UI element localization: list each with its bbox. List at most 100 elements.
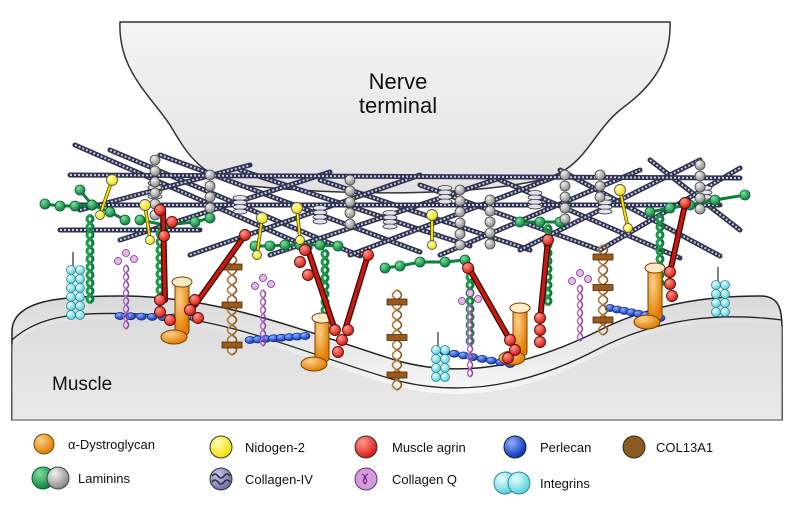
agrin-rod-core [468,268,512,342]
legend-item-agrin: Muscle agrin [354,435,466,459]
svg-text:Integrins: Integrins [540,476,590,491]
laminin-coil [155,228,163,296]
laminin-bead [86,199,98,211]
collagen-q-stalk [578,284,584,342]
legend-item-integrins: Integrins [493,471,590,495]
laminin-grey-bead [484,205,496,217]
collagen-q-head [259,274,267,282]
nidogen-bead [145,235,155,245]
laminin-bead [119,214,131,226]
nidogen-bead [139,199,151,211]
laminin-coil [85,213,93,305]
integrin-bead [75,283,85,293]
integrin-bead [431,372,441,382]
agrin-bead [294,256,306,268]
legend-item-col13a1: COL13A1 [622,435,713,459]
integrin-bead [711,298,721,308]
agrin-bead [166,216,178,228]
laminin-grey-bead [694,170,706,182]
muscle-cell [11,295,783,421]
agrin-bead [462,262,474,274]
nidogen-bead [426,209,438,221]
col13a1-helices [221,244,614,391]
agrin-bead [164,314,176,326]
legend-item-collagen-iv: Collagen-IV [209,467,313,491]
nidogen-bead [614,184,626,196]
integrin-bead [720,280,730,290]
integrin-bead [440,345,450,355]
collagen-iv-node [527,203,543,210]
agrin-bead [534,324,546,336]
laminin-grey-bead [484,194,496,206]
agrin-bead [299,244,311,256]
agrin-bead [342,324,354,336]
collagen-q-head [130,255,138,263]
laminin-grey-bead [484,238,496,250]
integrin-bead [66,310,76,320]
perlecan-bead [448,349,460,358]
collagen-q [114,249,592,378]
laminin-bead [134,214,146,226]
integrin-bead [711,289,721,299]
integrin-bead [66,265,76,275]
laminin-grey-bead [454,184,466,196]
laminin-grey-bead [204,191,216,203]
integrin-bead [711,280,721,290]
svg-text:COL13A1: COL13A1 [656,440,713,455]
laminin-grey-bead [694,203,706,215]
laminin-bead [664,202,676,214]
laminin-grey-bead [559,191,571,203]
agrin-rod-core [193,233,247,307]
integrin-bead [75,274,85,284]
laminin-bead [69,200,81,212]
col13a1-band [592,284,614,291]
laminin-grey-bead [204,180,216,192]
svg-text:Collagen Q: Collagen Q [392,472,457,487]
integrin-bead [440,363,450,373]
laminin-bead [514,216,526,228]
perlecan-bead [486,356,497,365]
collagen-iv-node [312,218,328,225]
laminin-grey-bead [594,169,606,181]
agrin-rod-core [538,238,550,322]
nidogen-bead [291,202,303,214]
collagen-iv-strand [67,172,743,181]
legend-item-perlecan: Perlecan [503,435,591,459]
integrins [66,252,730,382]
agrin-bead [158,230,170,242]
agrin-bead [192,312,204,324]
legend: α-Dystroglycan Nidogen-2 Muscle agrin Pe… [31,433,713,495]
perlecan-bead [476,355,488,363]
col13a1-band [592,316,614,324]
dystroglycan-base [300,356,328,372]
agrin-bead [332,346,344,358]
collagen-iv-strand-core [439,169,641,256]
agrin-bead [189,294,201,306]
svg-text:Collagen-IV: Collagen-IV [245,472,313,487]
agrin-bead [664,266,676,278]
agrin-rod-core [306,248,337,332]
laminin-grey-bead [204,202,216,214]
agrin-bead [664,278,676,290]
agrin-bead [154,204,166,216]
agrin-bead [534,312,546,324]
nidogen-bead [256,212,268,224]
agrin-bead [154,294,166,306]
dystroglycan-base [160,329,188,345]
agrin-rod-core [161,208,167,302]
laminin-grey-bead [484,227,496,239]
dystroglycan-cap [644,262,666,274]
laminin-grey-bead [454,228,466,240]
laminin-grey-bead [454,206,466,218]
dystroglycan-cap [171,276,193,288]
agrin-bead [679,197,691,209]
integrin-bead [66,292,76,302]
collagen-q-head [584,275,592,283]
nidogen-stem-core [256,217,263,256]
laminin-grey-bead [344,174,356,186]
nerve-terminal [119,21,671,194]
collagen-q-stalk [466,304,472,378]
collagen-q-head [122,249,130,257]
integrin-bead [440,354,450,364]
svg-text:Laminins: Laminins [78,471,131,486]
